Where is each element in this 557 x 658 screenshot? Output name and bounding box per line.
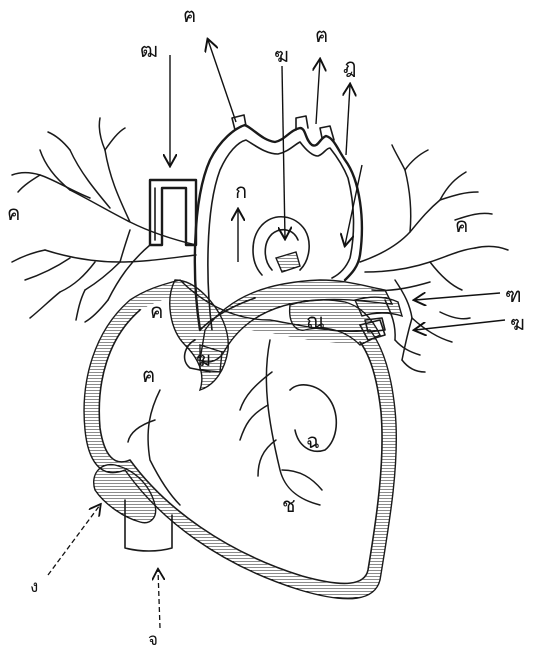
label-top-left-arrow: ฅ [183,3,196,27]
label-right-lung: ค [455,213,468,237]
label-atrium-lower: ฅ [142,363,155,387]
label-ventricle-right: ฉ [306,429,320,453]
label-bottom-left: ง [30,577,38,597]
label-atrium-upper: ค [150,299,163,323]
right-pulmonary-vessels [360,145,508,372]
label-right-lower-b: ฆ [510,311,525,335]
label-bottom-center: จ [148,630,158,650]
label-upper-left-vessel: ฒ [140,38,158,62]
label-top-mid: ฆ [274,43,289,67]
label-ventricle-bottom: ช [282,493,296,517]
label-aorta-inner: ก [235,179,247,203]
superior-vena-cava [150,180,196,245]
label-pulmonary-trunk: ฆ [196,347,211,371]
label-top-right: ฎ [343,54,356,78]
label-left-lung: ค [7,201,20,225]
label-top-mid-arrow: ฅ [315,23,328,47]
label-valve-center: ณ [306,309,325,333]
label-right-lower-a: ฑ [505,283,522,307]
pulmonary-loop [253,217,309,275]
